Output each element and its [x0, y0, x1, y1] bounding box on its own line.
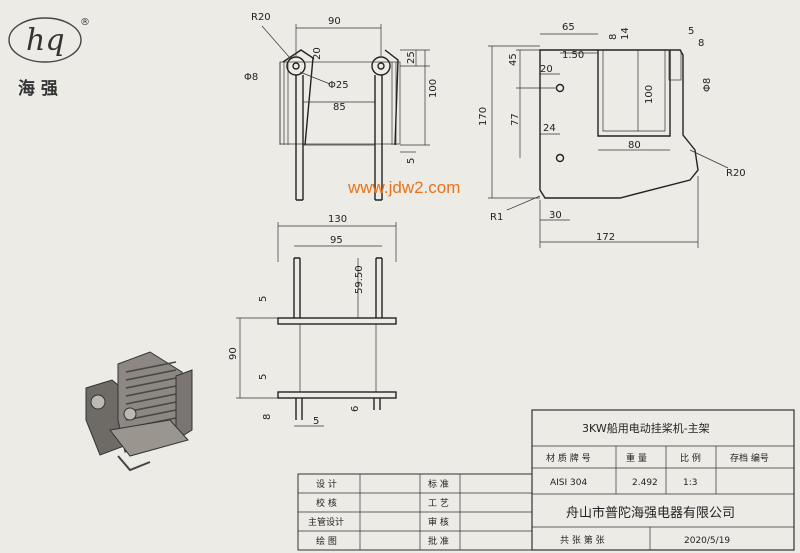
- front-view: 90 R20 Φ8 20 Φ25 85 25 100 5: [244, 12, 439, 201]
- dim-14: 14: [620, 27, 631, 40]
- value-material: AISI 304: [550, 478, 587, 488]
- drawing-title: 3KW船用电动挂桨机-主架: [582, 421, 710, 435]
- dim-phi8-side: Φ8: [702, 78, 713, 92]
- dim-24: 24: [543, 123, 556, 134]
- dim-phi25: Φ25: [328, 80, 349, 91]
- dim-77: 77: [510, 113, 521, 126]
- bracket-3d-render: [85, 351, 193, 472]
- dim-r20: R20: [251, 12, 271, 23]
- dim-20: 20: [540, 64, 553, 75]
- role-design: 设 计: [316, 478, 337, 490]
- dim-5: 5: [406, 158, 417, 164]
- header-material: 材 质 牌 号: [546, 452, 591, 464]
- dim-172: 172: [596, 232, 615, 243]
- logo-mark: hq: [26, 23, 65, 58]
- header-part-no: 存档 编号: [730, 452, 769, 464]
- logo-registered: ®: [80, 17, 90, 28]
- dim-95: 95: [330, 235, 343, 246]
- role-process: 工 艺: [428, 498, 449, 509]
- company-name: 舟山市普陀海强电器有限公司: [566, 505, 735, 521]
- dim-100: 100: [428, 79, 439, 98]
- company-logo: hq ® 海 强: [8, 17, 90, 99]
- dim-r20-side: R20: [726, 168, 746, 179]
- dim-r1: R1: [490, 212, 503, 223]
- title-block: 3KW船用电动挂桨机-主架 材 质 牌 号 重 量 比 例 存档 编号 AISI…: [297, 409, 795, 551]
- role-review: 审 核: [428, 516, 449, 528]
- dim-5-c: 5: [313, 416, 319, 427]
- role-chief: 主管设计: [308, 516, 344, 528]
- dim-phi8: Φ8: [244, 72, 258, 83]
- dim-100-inner: 100: [644, 85, 655, 104]
- dim-8-right: 8: [698, 38, 704, 49]
- side-view: 65 8 14 5 8 1.50 45 20 170 100 Φ8 77 24 …: [478, 22, 746, 248]
- header-scale: 比 例: [680, 452, 701, 464]
- dim-5-b: 5: [258, 374, 269, 380]
- dim-5-top: 5: [688, 26, 694, 37]
- role-check: 校 核: [316, 497, 337, 509]
- dim-6-v: 6: [350, 406, 361, 412]
- drawing-date: 2020/5/19: [684, 536, 730, 546]
- top-view: 130 95 59.50 5 90 5 8 6 5: [228, 214, 397, 427]
- dim-65: 65: [562, 22, 575, 33]
- dim-45: 45: [508, 53, 519, 66]
- sheet-count: 共 张 第 张: [560, 534, 605, 546]
- dim-59-50: 59.50: [354, 265, 365, 294]
- dim-30: 30: [549, 210, 562, 221]
- dim-5-a: 5: [258, 296, 269, 302]
- value-scale: 1:3: [683, 478, 697, 488]
- dim-80: 80: [628, 140, 641, 151]
- role-draw: 绘 图: [316, 535, 337, 547]
- dim-8: 8: [608, 34, 619, 40]
- dim-8-v: 8: [262, 414, 273, 420]
- dim-1-50: 1.50: [562, 50, 584, 61]
- role-approve: 批 准: [428, 535, 449, 547]
- dim-85: 85: [333, 102, 346, 113]
- dim-90: 90: [328, 16, 341, 27]
- value-weight: 2.492: [632, 478, 658, 488]
- dim-20: 20: [312, 47, 323, 60]
- header-weight: 重 量: [626, 452, 647, 464]
- dim-25: 25: [406, 51, 417, 64]
- role-standard: 标 准: [428, 478, 449, 490]
- dim-130: 130: [328, 214, 347, 225]
- dim-90-v: 90: [228, 347, 239, 360]
- dim-170: 170: [478, 107, 489, 126]
- watermark-url: www.jdw2.com: [347, 178, 460, 197]
- logo-name: 海 强: [18, 78, 58, 99]
